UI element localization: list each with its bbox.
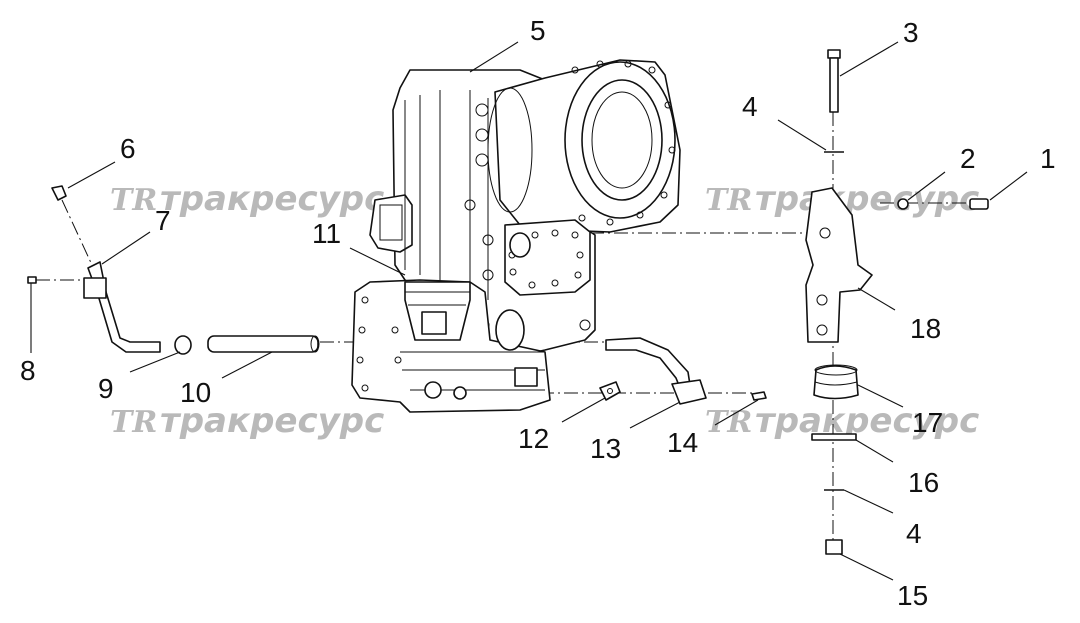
- housing-ribs: [404, 90, 441, 290]
- watermark-brand: тракресурс: [160, 401, 384, 441]
- callout-15: 15: [897, 580, 928, 611]
- callout-13: 13: [590, 433, 621, 464]
- control-valve: [369, 194, 413, 253]
- hose-end: [310, 335, 320, 353]
- callout-12: 12: [518, 423, 549, 454]
- drain-plug: [424, 381, 442, 399]
- callout-1: 1: [1040, 143, 1056, 174]
- bracket-hole-2: [816, 294, 828, 306]
- bracket-hole-3: [816, 324, 828, 336]
- fitting-axis: [61, 199, 93, 266]
- front-housing-bolts: [356, 296, 402, 392]
- watermark-brand: тракресурс: [160, 179, 384, 219]
- rubber-mount-groove: [814, 381, 858, 386]
- watermark-brand: тракресурс: [755, 401, 979, 441]
- callout-18: 18: [910, 313, 941, 344]
- callout-5: 5: [530, 15, 546, 46]
- callout-8: 8: [20, 355, 36, 386]
- callout-7: 7: [155, 205, 171, 236]
- watermark-4: TR тракресурс: [705, 401, 979, 441]
- part-15-nut: [825, 539, 843, 555]
- part-1-bolt: [969, 198, 989, 210]
- part-3-bolt-head: [827, 49, 841, 59]
- watermark-2: TR тракресурс: [705, 179, 979, 219]
- part-10-hose: [207, 335, 319, 353]
- callout-14: 14: [667, 427, 698, 458]
- watermark-logo: TR: [110, 183, 157, 218]
- callout-6: 6: [120, 133, 136, 164]
- housing-ribs-2: [469, 90, 489, 300]
- bell-housing-inner: [591, 91, 653, 189]
- part-16-plate: [811, 433, 857, 441]
- transmission-housing: [351, 59, 681, 413]
- part-6-fitting: [51, 185, 67, 201]
- part-13-pipe: [605, 337, 691, 389]
- gasket-hole: [607, 388, 613, 394]
- bell-bolts: [571, 60, 676, 226]
- part-18-mount-bracket: [805, 187, 873, 343]
- callout-9: 9: [98, 373, 114, 404]
- callout-2: 2: [960, 143, 976, 174]
- callout-11: 11: [312, 218, 341, 249]
- leader-lines: [30, 41, 1028, 581]
- bell-housing-bore: [581, 79, 663, 201]
- callout-4-upper: 4: [742, 91, 758, 122]
- front-housing: [351, 279, 551, 413]
- part-12-gasket: [599, 381, 621, 401]
- output-yoke: [421, 311, 447, 335]
- part-13-flange: [671, 379, 707, 405]
- watermark-brand: тракресурс: [755, 179, 979, 219]
- part-17-rubber-mount: [813, 365, 859, 400]
- watermark-logo: TR: [110, 405, 157, 440]
- watermark-logo: TR: [705, 405, 752, 440]
- watermark-logo: TR: [705, 183, 752, 218]
- part-3-bolt-shank: [829, 57, 839, 113]
- callout-17: 17: [912, 407, 943, 438]
- part-8-screw: [27, 276, 37, 284]
- part-9-clamp: [174, 335, 192, 355]
- callout-16: 16: [908, 467, 939, 498]
- callout-4-lower: 4: [906, 518, 922, 549]
- callout-labels: 1 2 3 4 4 5 6 7 8 9 10 11 12 13 14 15 16…: [20, 15, 1056, 611]
- part-7-pipe: [87, 261, 161, 353]
- callout-10: 10: [180, 377, 211, 408]
- watermark-1: TR тракресурс: [110, 179, 384, 219]
- part-14-screw: [751, 391, 767, 401]
- watermark-3: TR тракресурс: [110, 401, 384, 441]
- control-valve-face: [379, 204, 403, 241]
- part-2-washer: [897, 198, 909, 210]
- bracket-hole-1: [819, 227, 831, 239]
- output-flange-lines: [405, 291, 470, 306]
- part-7-bracket: [83, 277, 107, 299]
- rubber-mount-top: [814, 364, 858, 376]
- drain-plug-2: [453, 386, 467, 400]
- lower-seal: [495, 309, 525, 351]
- nameplate: [514, 367, 538, 387]
- pump-port: [509, 232, 531, 258]
- callout-3: 3: [903, 17, 919, 48]
